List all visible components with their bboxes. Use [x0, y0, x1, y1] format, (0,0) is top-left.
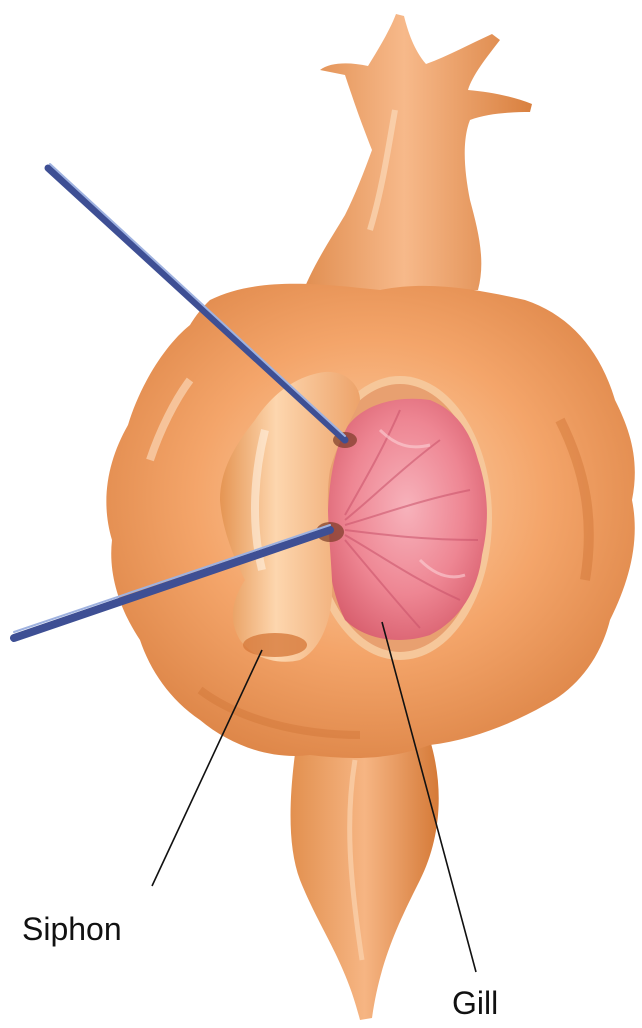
head	[300, 14, 532, 300]
tail	[291, 720, 439, 1020]
siphon-label: Siphon	[22, 911, 122, 947]
gill-label: Gill	[452, 985, 498, 1021]
